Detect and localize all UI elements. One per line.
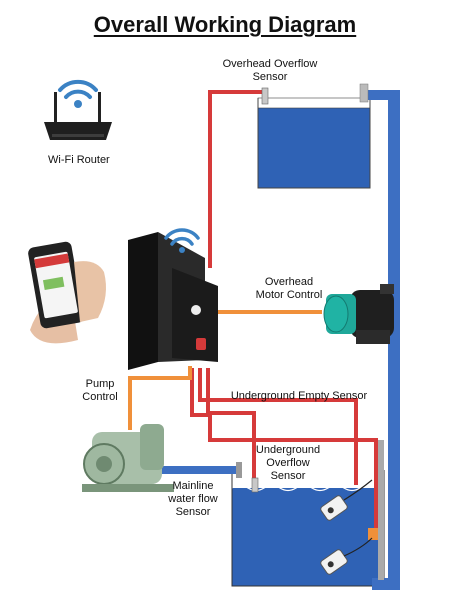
- mainline-label-line2: water flow: [168, 493, 218, 505]
- pump-control-label-line1: Pump: [85, 378, 115, 390]
- overhead-motor-label-line1: Overhead: [264, 276, 314, 288]
- underground-empty-label: Underground Empty Sensor: [230, 390, 368, 402]
- overhead-overflow-label-line2: Sensor: [252, 71, 288, 83]
- overhead-tank: [257, 97, 371, 189]
- underground-tank: [231, 470, 385, 587]
- underground-overflow-sensor: [251, 477, 259, 493]
- water-pipe: [359, 83, 400, 590]
- smartphone-icon: [28, 241, 106, 344]
- diagram-title: Overall Working Diagram: [93, 12, 357, 37]
- wifi-icon: [164, 228, 200, 253]
- overhead-water: [258, 108, 370, 188]
- mainline-label-line1: Mainline: [172, 480, 214, 492]
- wifi-router-icon: [44, 79, 112, 140]
- red-wires: [190, 90, 378, 528]
- controller-box-icon: [128, 232, 218, 370]
- wifi-router-label: Wi-Fi Router: [48, 154, 110, 166]
- orange-wires: [128, 310, 378, 540]
- overhead-motor-label-line2: Motor Control: [255, 289, 323, 301]
- mainline-label-line3: Sensor: [175, 506, 211, 518]
- overhead-overflow-sensor: [261, 87, 269, 105]
- underground-water: [232, 488, 384, 586]
- motor-pump-icon: [323, 284, 394, 344]
- pump-control-label-line2: Control: [82, 391, 118, 403]
- overhead-overflow-label-line1: Overhead Overflow: [222, 58, 318, 70]
- underground-overflow-label-line3: Sensor: [270, 470, 306, 482]
- mainline-flow-pipe: [158, 462, 242, 478]
- float-switch-icon: [320, 479, 373, 575]
- underground-overflow-label-line1: Underground: [255, 444, 321, 456]
- mainline-pump-icon: [82, 424, 174, 492]
- underground-overflow-label-line2: Overflow: [266, 457, 310, 469]
